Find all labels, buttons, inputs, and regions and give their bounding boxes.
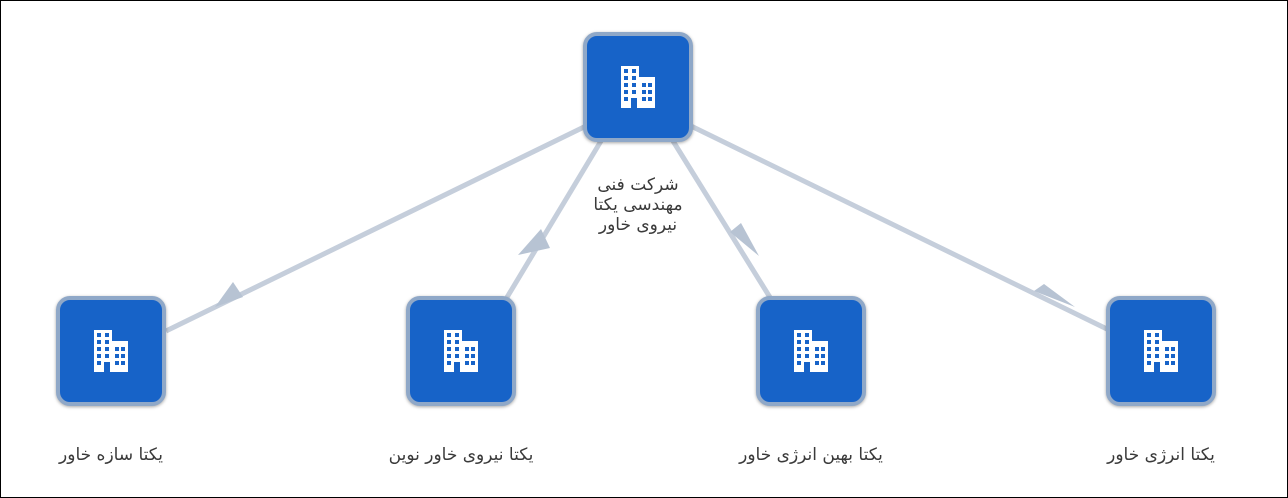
building-icon (794, 330, 828, 372)
edge-arrowhead-3 (730, 223, 759, 256)
child-node-1[interactable] (56, 296, 166, 406)
root-company-label: شرکت فنی مهندسی یکتا نیروی خاور (593, 175, 683, 235)
edge-arrowhead-2 (518, 229, 550, 255)
child-label-4: یکتا انرژی خاور (1107, 445, 1215, 465)
child-node-2[interactable] (406, 296, 516, 406)
child-node-3[interactable] (756, 296, 866, 406)
edge-root-to-child-2 (503, 139, 604, 301)
edge-root-to-child-3 (670, 139, 774, 301)
building-icon (1144, 330, 1178, 372)
child-label-2: یکتا نیروی خاور نوین (388, 445, 534, 465)
edge-arrowhead-1 (215, 282, 243, 307)
edge-root-to-child-4 (689, 123, 1113, 334)
building-icon (94, 330, 128, 372)
building-icon (444, 330, 478, 372)
root-company-node[interactable] (583, 32, 693, 142)
child-node-4[interactable] (1106, 296, 1216, 406)
child-label-3: یکتا بهین انرژی خاور (739, 445, 883, 465)
child-label-1: یکتا سازه خاور (59, 445, 163, 465)
edge-arrowhead-4 (1034, 284, 1075, 307)
building-icon (621, 66, 655, 108)
